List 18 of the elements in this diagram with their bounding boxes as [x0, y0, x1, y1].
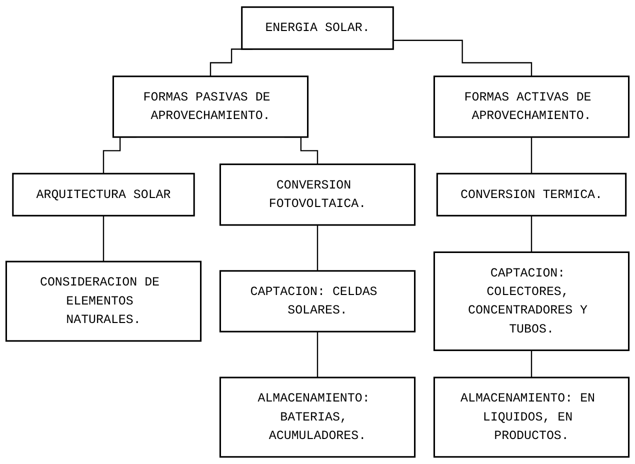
- node-box: CAPTACION: CELDAS SOLARES.: [219, 270, 416, 332]
- node-box: ALMACENAMIENTO: BATERIAS, ACUMULADORES.: [219, 376, 416, 458]
- connector: [393, 40, 532, 77]
- node-box: ARQUITECTURA SOLAR: [12, 172, 195, 216]
- node-box: CONVERSION TERMICA.: [436, 172, 627, 216]
- node-box: ALMACENAMIENTO: EN LIQUIDOS, EN PRODUCTOS.: [433, 376, 630, 458]
- connector: [530, 136, 532, 174]
- node-box: CAPTACION: COLECTORES, CONCENTRADORES Y TUBOS.: [433, 251, 630, 352]
- node-box: ENERGIA SOLAR.: [241, 6, 394, 50]
- node-box: FORMAS PASIVAS DE APROVECHAMIENTO.: [112, 76, 309, 138]
- connector: [530, 350, 532, 378]
- connector: [316, 331, 318, 378]
- connector: [102, 215, 104, 262]
- node-box: CONSIDERACION DE ELEMENTOS NATURALES.: [5, 260, 202, 342]
- node-box: CONVERSION FOTOVOLTAICA.: [219, 164, 416, 226]
- connector: [316, 224, 318, 272]
- node-box: FORMAS ACTIVAS DE APROVECHAMIENTO.: [433, 76, 630, 138]
- connector: [530, 215, 532, 253]
